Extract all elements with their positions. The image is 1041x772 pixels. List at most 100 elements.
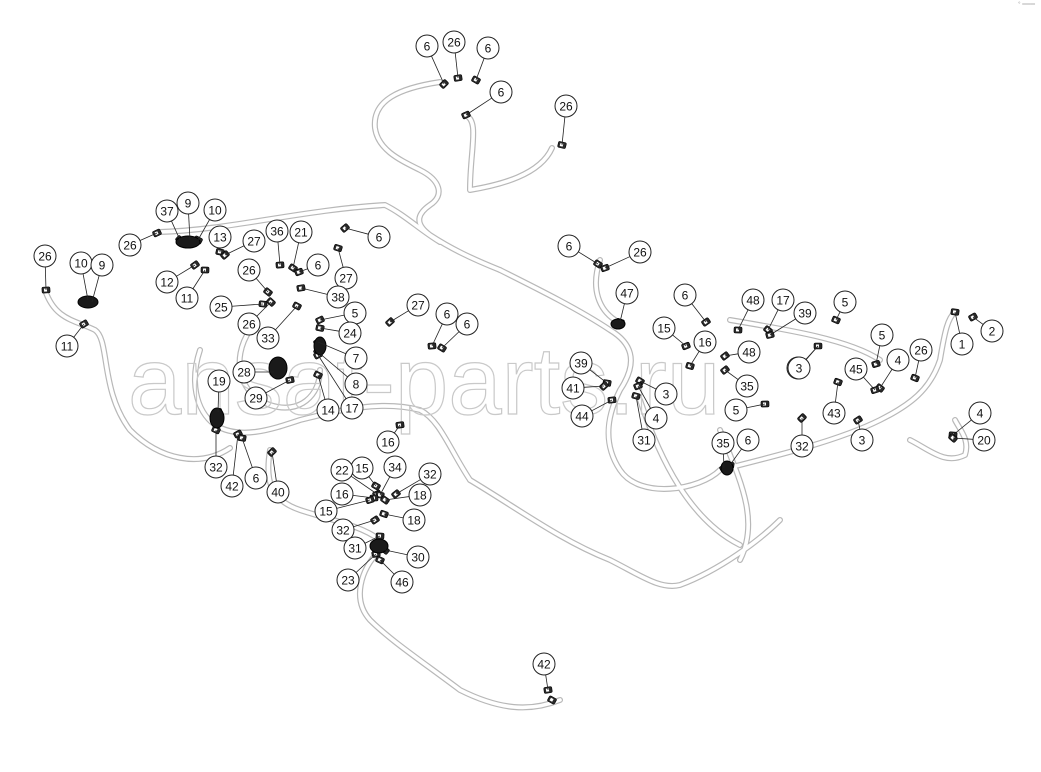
callout-circle	[406, 293, 430, 317]
leader-line	[475, 58, 485, 81]
callout-3: 3	[787, 356, 811, 380]
leader-line	[384, 496, 410, 501]
callout-circle	[33, 244, 57, 268]
callout-number: 26	[38, 250, 52, 264]
leader-line	[746, 403, 766, 409]
callout-circle	[615, 281, 639, 305]
callout-31: 31	[343, 536, 367, 560]
callout-circle	[330, 482, 354, 506]
callout-43: 43	[822, 401, 846, 425]
callout-number: 35	[740, 380, 754, 394]
callout-number: 26	[633, 246, 647, 260]
callout-circle	[383, 455, 407, 479]
callout-42: 42	[220, 474, 244, 498]
callout-number: 19	[212, 375, 226, 389]
leader-line	[353, 519, 376, 528]
callout-4: 4	[968, 401, 992, 425]
callout-number: 6	[498, 86, 505, 100]
leader-line	[231, 303, 264, 307]
callout-47: 47	[615, 281, 639, 305]
leader-line	[188, 213, 191, 241]
callout-number: 39	[574, 357, 588, 371]
callout-1: 1	[950, 332, 974, 356]
callout-number: 44	[575, 410, 589, 424]
leader-line	[805, 345, 819, 360]
callout-number: 47	[620, 287, 634, 301]
callout-circle	[644, 406, 668, 430]
leader-line	[336, 499, 371, 509]
callout-9: 9	[176, 191, 200, 215]
callout-circle	[476, 36, 500, 60]
leader-lines	[44, 52, 984, 691]
callout-40: 40	[266, 480, 290, 504]
callout-circle	[207, 369, 231, 393]
leader-line	[863, 376, 876, 391]
callout-circle	[950, 332, 974, 356]
callout-circle	[330, 458, 354, 482]
leader-line	[914, 360, 920, 379]
callout-circle	[256, 326, 280, 350]
callout-number: 17	[776, 294, 790, 308]
leader-line	[176, 264, 196, 277]
callout-33: 33	[256, 326, 280, 350]
callout-32: 32	[331, 518, 355, 542]
callout-circle	[203, 198, 227, 222]
callout-circle	[870, 323, 894, 347]
callout-15: 15	[314, 499, 338, 523]
callout-number: 5	[352, 307, 359, 321]
leader-line	[431, 323, 443, 347]
callout-number: 4	[895, 354, 902, 368]
callout-number: 8	[353, 378, 360, 392]
callout-number: 4	[653, 412, 660, 426]
leader-line	[875, 345, 881, 365]
callout-number: 1	[959, 338, 966, 352]
callout-26: 26	[118, 233, 142, 257]
callout-number: 24	[343, 327, 357, 341]
leader-line	[383, 513, 404, 519]
leader-line	[591, 399, 613, 412]
callout-19: 19	[207, 369, 231, 393]
leader-line	[379, 476, 391, 496]
callout-circle	[265, 219, 289, 243]
leader-line	[724, 369, 739, 380]
callout-circle	[343, 536, 367, 560]
callout-30: 30	[406, 545, 430, 569]
callout-circle	[338, 321, 362, 345]
component-block	[610, 318, 626, 330]
callout-number: 15	[355, 462, 369, 476]
callout-48: 48	[737, 340, 761, 364]
callout-5: 5	[343, 301, 367, 325]
leader-line	[879, 369, 893, 389]
leader-line	[192, 269, 206, 289]
callout-17: 17	[340, 396, 364, 420]
callout-number: 3	[663, 388, 670, 402]
callout-circle	[735, 374, 759, 398]
callout-number: 25	[214, 301, 228, 315]
leader-line	[954, 311, 961, 334]
callout-6: 6	[455, 312, 479, 336]
callout-number: 6	[376, 231, 383, 245]
leader-line	[431, 55, 445, 85]
callout-circle	[266, 480, 290, 504]
callout-circle	[693, 330, 717, 354]
leader-line	[256, 301, 272, 317]
callout-number: 33	[261, 332, 275, 346]
callout-circle	[570, 404, 594, 428]
callout-number: 14	[321, 404, 335, 418]
callout-11: 11	[55, 334, 79, 358]
corner-mark: ° ═══	[1018, 2, 1035, 8]
callout-circle	[561, 376, 585, 400]
callout-circle	[402, 508, 426, 532]
leader-line	[171, 220, 181, 241]
callout-number: 6	[485, 42, 492, 56]
callout-number: 9	[99, 259, 106, 273]
callout-17: 17	[771, 288, 795, 312]
callout-number: 4	[977, 407, 984, 421]
leader-line	[952, 419, 972, 436]
callout-16: 16	[330, 482, 354, 506]
callout-41: 41	[561, 376, 585, 400]
callout-number: 6	[566, 240, 573, 254]
